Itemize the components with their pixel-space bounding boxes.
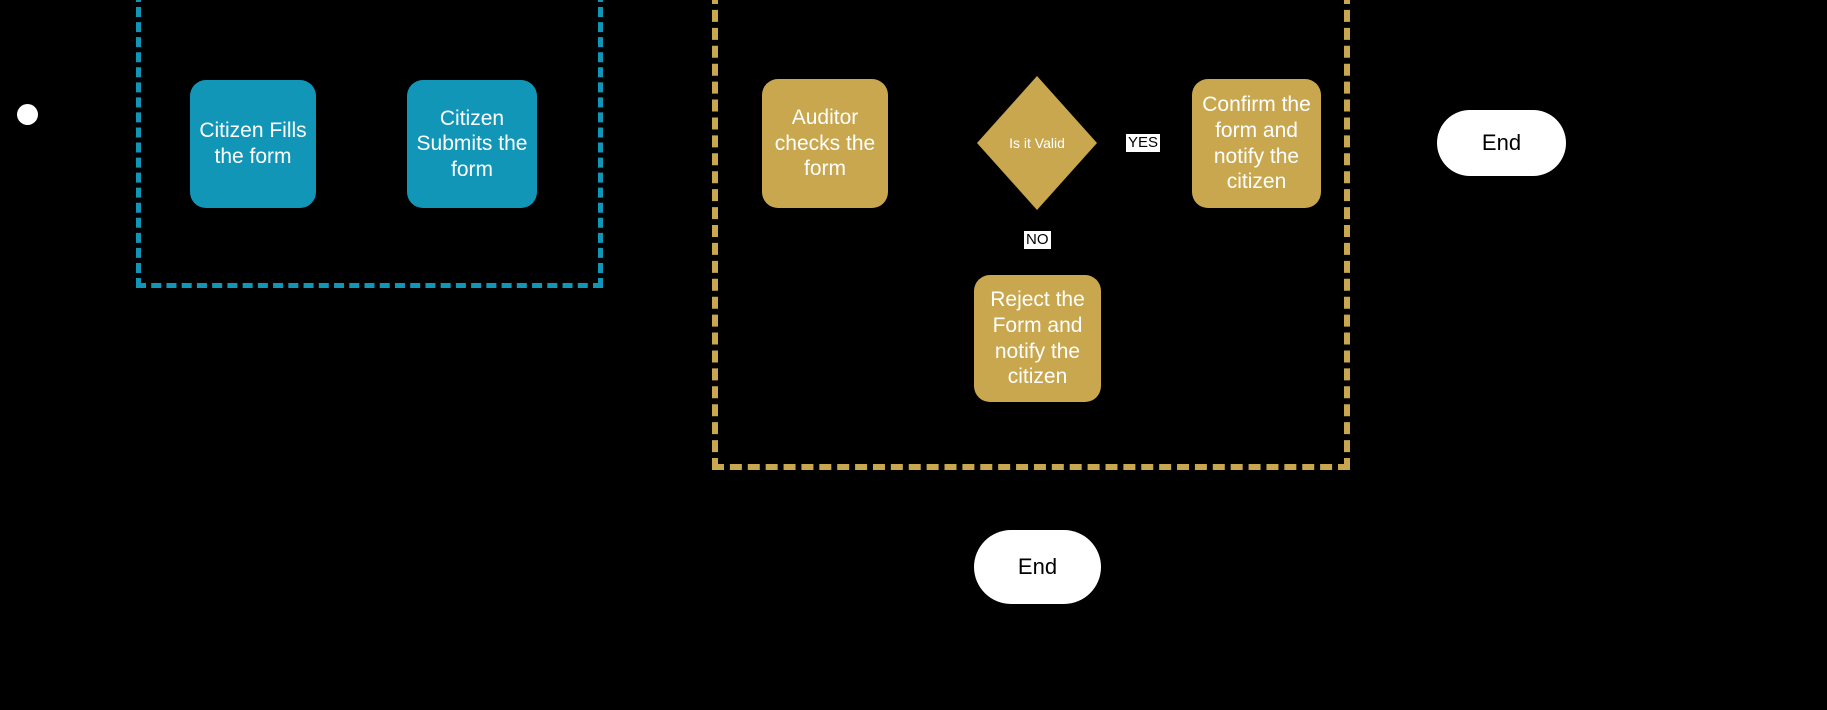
node-is-it-valid-decision[interactable]: Is it Valid [977, 76, 1097, 210]
node-citizen-submits-form[interactable]: Citizen Submits the form [407, 80, 537, 208]
end-node-top[interactable]: End [1437, 110, 1566, 176]
start-node[interactable] [17, 104, 38, 125]
citizen-swimlane[interactable] [136, 0, 603, 288]
end-node-bottom[interactable]: End [974, 530, 1101, 604]
node-auditor-checks-form[interactable]: Auditor checks the form [762, 79, 888, 208]
node-reject-form-notify-citizen[interactable]: Reject the Form and notify the citizen [974, 275, 1101, 402]
node-citizen-fills-form[interactable]: Citizen Fills the form [190, 80, 316, 208]
edge-label-yes: YES [1126, 134, 1161, 152]
edge-label-no: NO [1024, 231, 1051, 249]
node-confirm-form-notify-citizen[interactable]: Confirm the form and notify the citizen [1192, 79, 1321, 208]
decision-label: Is it Valid [1009, 135, 1065, 151]
auditor-swimlane[interactable] [712, 0, 1350, 470]
